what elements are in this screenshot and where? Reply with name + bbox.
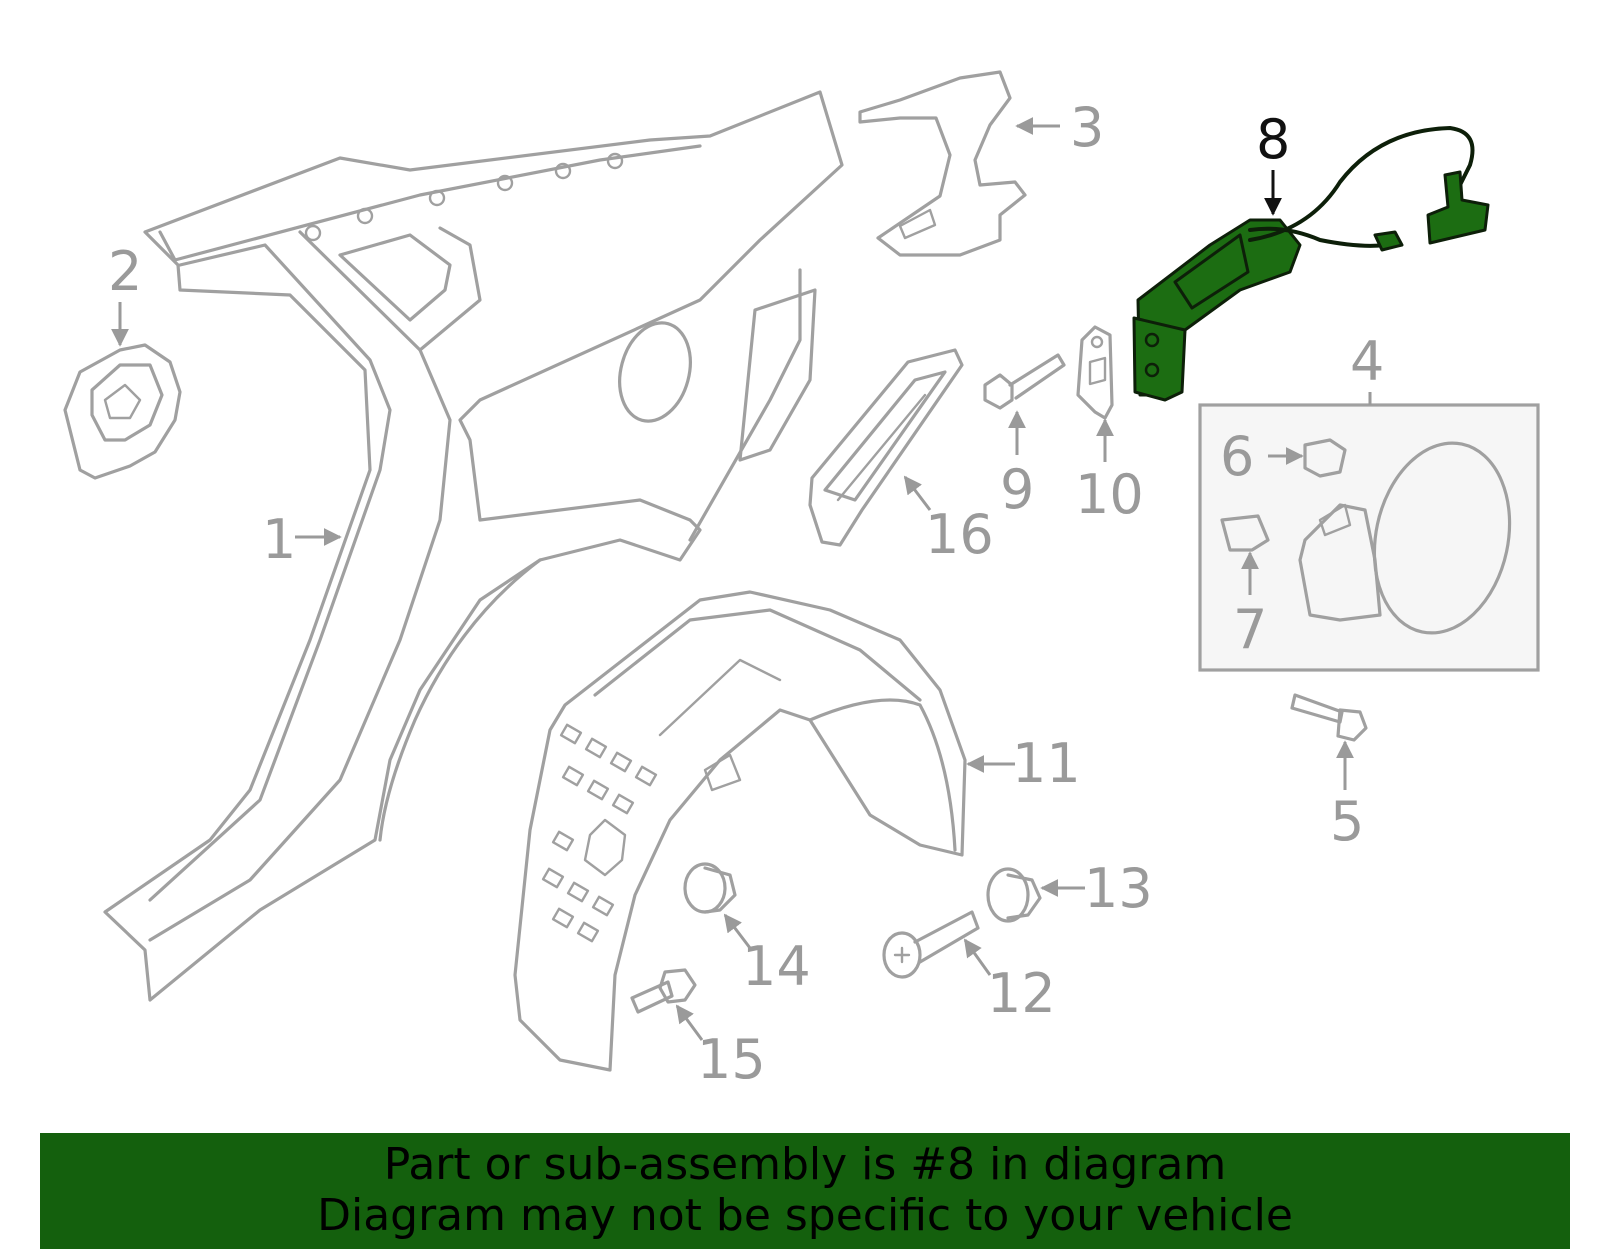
callout-1: 1 (262, 508, 296, 571)
callout-2: 2 (108, 240, 142, 303)
part-10-striker (1076, 325, 1114, 420)
callout-10: 10 (1075, 463, 1144, 526)
part-2-bracket (63, 343, 182, 480)
callout-8: 8 (1256, 108, 1290, 171)
callout-7: 7 (1233, 598, 1267, 661)
part-5-bolt (1290, 693, 1368, 742)
callout-4: 4 (1350, 330, 1384, 393)
leader-arrows (111, 117, 1372, 1041)
part-3-reinforcement (858, 70, 1027, 257)
callout-3: 3 (1070, 96, 1104, 159)
part-13-nut (986, 867, 1042, 923)
callout-12: 12 (987, 962, 1056, 1025)
callout-13: 13 (1084, 857, 1153, 920)
callout-15: 15 (697, 1028, 766, 1091)
part-4-fuel-door (1298, 441, 1512, 635)
part-16-vent (808, 348, 964, 547)
parts-diagram: 1 2 3 4 5 6 7 8 9 10 11 12 13 14 15 16 (63, 70, 1540, 1091)
info-banner: Part or sub-assembly is #8 in diagram Di… (40, 1133, 1570, 1249)
callout-11: 11 (1012, 732, 1081, 795)
part-8-fuel-door-actuator (1132, 125, 1490, 402)
banner-line-disclaimer: Diagram may not be specific to your vehi… (317, 1190, 1293, 1241)
callout-16: 16 (925, 503, 994, 566)
callout-9: 9 (1000, 458, 1034, 521)
callout-14: 14 (742, 935, 811, 998)
part-11-wheel-liner (513, 590, 967, 1072)
callout-6: 6 (1220, 425, 1254, 488)
banner-line-part: Part or sub-assembly is #8 in diagram (383, 1139, 1227, 1190)
part-14-clip (683, 862, 737, 914)
part-1-quarter-panel (103, 90, 844, 1002)
part-7-bumper (1220, 514, 1270, 552)
part-15-bolt (630, 968, 697, 1014)
callout-5: 5 (1330, 790, 1364, 853)
part-6-clip (1303, 438, 1347, 478)
part-9-bolt (983, 353, 1066, 410)
part-12-screw (882, 910, 980, 979)
